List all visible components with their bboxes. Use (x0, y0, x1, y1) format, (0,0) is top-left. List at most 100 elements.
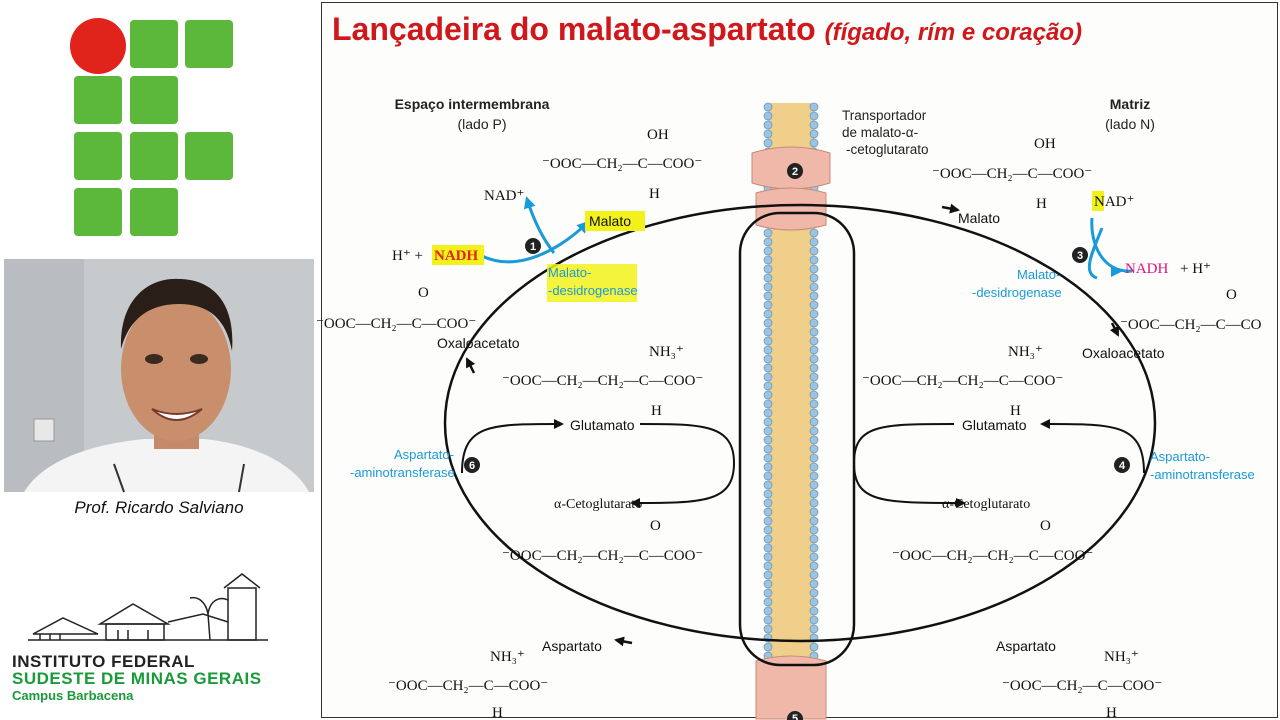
membrane-lipid-head (809, 426, 819, 436)
membrane-lipid-head (809, 363, 819, 373)
membrane-lipid-head (809, 408, 819, 418)
membrane-lipid-head (763, 336, 773, 346)
membrane-lipid-head (809, 399, 819, 409)
left-akg-o: O (650, 518, 661, 534)
step-3-label: 3 (1077, 250, 1083, 262)
inner-membrane (751, 102, 831, 720)
membrane-lipid-head (809, 336, 819, 346)
left-akg-formula: ⁻OOC—CH₂—CH₂—C—COO⁻ (502, 548, 703, 564)
membrane-lipid-head (763, 624, 773, 634)
left-asp-h: H (492, 705, 503, 720)
membrane-lipid-head (763, 291, 773, 301)
left-malate-h: H (649, 186, 660, 202)
membrane-lipid-head (763, 543, 773, 553)
logo-square (130, 76, 178, 124)
right-akg-formula: ⁻OOC—CH₂—CH₂—C—COO⁻ (892, 548, 1093, 564)
malato-highlight (585, 211, 645, 231)
membrane-lipid-head (809, 462, 819, 472)
membrane-lipid-head (763, 615, 773, 625)
right-header-line1: Matriz (1110, 96, 1150, 112)
membrane-lipid-head (763, 453, 773, 463)
membrane-lipid-head (763, 273, 773, 283)
membrane-lipid-head (809, 579, 819, 589)
membrane-lipid-head (763, 462, 773, 472)
membrane-lipid-head (809, 534, 819, 544)
membrane-lipid-head (809, 228, 819, 238)
right-malate-oh: OH (1034, 136, 1056, 152)
membrane-lipid-head (809, 480, 819, 490)
membrane-lipid-head (763, 282, 773, 292)
logo-square (185, 20, 233, 68)
left-glutamato: Glutamato (570, 417, 635, 433)
membrane-lipid-head (763, 255, 773, 265)
membrane-lipid-head (763, 237, 773, 247)
membrane-lipid-head (809, 300, 819, 310)
membrane-lipid-head (809, 471, 819, 481)
left-enzyme-line1: Malato- (548, 265, 591, 280)
membrane-lipid-head (763, 300, 773, 310)
membrane-lipid-head (809, 606, 819, 616)
membrane-lipid-head (763, 129, 773, 139)
slide-title-main: Lançadeira do malato-aspartato (332, 11, 816, 47)
transporter-protein-lower (755, 187, 827, 231)
step-4-label: 4 (1119, 460, 1126, 472)
membrane-lipid-head (763, 390, 773, 400)
right-asp-formula: ⁻OOC—CH₂—C—COO⁻ (1002, 678, 1162, 694)
presenter-sidebar: Prof. Ricardo Salviano INSTITUTO FEDERAL… (0, 0, 318, 720)
membrane-lipid-head (809, 282, 819, 292)
membrane-lipid-head (809, 318, 819, 328)
right-malato: Malato (958, 210, 1000, 226)
step-5-label: 5 (792, 713, 798, 720)
membrane-lipid-head (809, 354, 819, 364)
membrane-lipid-head (763, 363, 773, 373)
left-header-line1: Espaço intermembrana (395, 96, 550, 112)
right-header-line2: (lado N) (1105, 116, 1155, 132)
membrane-lipid-head (809, 138, 819, 148)
step-badge-4 (1114, 457, 1130, 473)
left-enzyme-line2: -desidrogenase (548, 283, 638, 298)
membrane-lipid-head (809, 543, 819, 553)
logo-square (130, 188, 178, 236)
membrane-lipid-head (809, 498, 819, 508)
membrane-lipid-head (809, 120, 819, 130)
membrane-lipid-head (809, 417, 819, 427)
step-badge-2 (787, 163, 803, 179)
right-aspartato: Aspartato (996, 638, 1056, 654)
left-asp-nh3: NH₃⁺ (490, 649, 525, 665)
membrane-lipid-head (763, 345, 773, 355)
left-malato: Malato (589, 213, 631, 229)
membrane-lipid-head (763, 516, 773, 526)
membrane-lipid-head (763, 138, 773, 148)
right-oxaloacetato: Oxaloacetato (1082, 345, 1165, 361)
membrane-lipid-head (763, 480, 773, 490)
webcam-video (4, 259, 314, 493)
membrane-lipid-head (763, 588, 773, 598)
membrane-lipid-head (809, 624, 819, 634)
membrane-lipid-head (809, 525, 819, 535)
left-aat-line1: Aspartato- (394, 447, 454, 462)
right-malate-h: H (1036, 196, 1047, 212)
right-nad-plus: NAD⁺ (1094, 194, 1134, 210)
step-2-label: 2 (792, 166, 798, 178)
membrane-lipid-head (809, 597, 819, 607)
membrane-loop (738, 211, 856, 667)
membrane-lipid-head (809, 309, 819, 319)
left-malate-formula: ⁻OOC—CH₂—C—COO⁻ (542, 156, 702, 172)
membrane-lipid-head (809, 111, 819, 121)
membrane-lipid-head (809, 273, 819, 283)
membrane-lipid-head (809, 390, 819, 400)
step-badge-6 (464, 457, 480, 473)
membrane-lipid-head (809, 489, 819, 499)
enzyme-highlight (547, 264, 637, 302)
membrane-lipid-head (763, 264, 773, 274)
left-nadh: NADH (434, 248, 478, 264)
membrane-lipid-head (809, 516, 819, 526)
if-logo (70, 18, 233, 236)
membrane-lipid-head (809, 345, 819, 355)
transporter-label-line3: -cetoglutarato (846, 142, 929, 157)
left-glu-formula: ⁻OOC—CH₂—CH₂—C—COO⁻ (502, 373, 703, 389)
right-oxalo-formula: ⁻OOC—CH₂—C—CO (1120, 317, 1262, 333)
malate-aspartate-diagram: 2 5 Espaço intermembrana (lado P) Matriz… (316, 96, 1262, 720)
membrane-lipid-head (763, 408, 773, 418)
membrane-lipid-head (763, 318, 773, 328)
